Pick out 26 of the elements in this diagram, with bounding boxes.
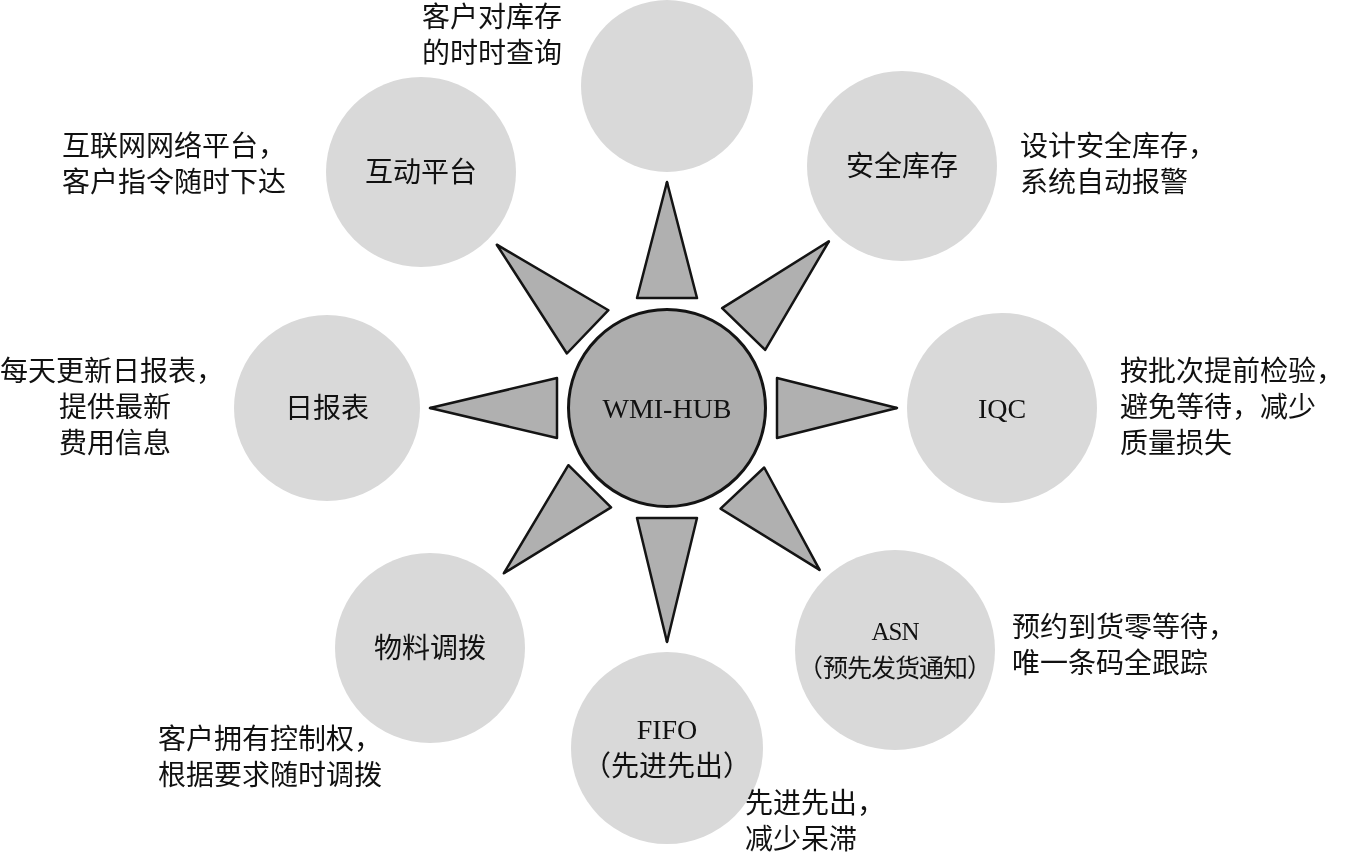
description-text: 预约到货零等待，唯一条码全跟踪 [1012, 611, 1237, 681]
triangle-arrow [495, 243, 610, 355]
circle-label: IQC [977, 391, 1027, 426]
circle-label: 安全库存 [846, 149, 958, 184]
description-text: 按批次提前检验，避免等待，减少质量损失 [1120, 355, 1345, 461]
description-text: 设计安全库存，系统自动报警 [1020, 130, 1217, 200]
description-text: 客户拥有控制权，根据要求随时调拨 [158, 723, 383, 793]
triangle-arrow [775, 376, 899, 440]
circle-label: 日报表 [285, 391, 369, 426]
circle-label: （先进先出） [597, 750, 737, 784]
circle-label: （预先发货通知） [811, 654, 979, 684]
triangle-arrow [635, 516, 699, 644]
triangle-arrow [428, 376, 559, 440]
triangle-arrow [502, 463, 613, 575]
description-text: 先进先出，减少呆滞 [745, 787, 886, 857]
circle-label: WMI-HUB [602, 391, 732, 426]
description-text: 每天更新日报表，提供最新费用信息 [0, 355, 225, 461]
circle-label: 互动平台 [365, 155, 477, 190]
triangle-arrow [719, 466, 821, 572]
triangle-arrow [720, 240, 831, 352]
description-text: 客户对库存的时时查询 [422, 1, 563, 71]
circle-label: FIFO [636, 713, 698, 747]
triangle-arrow [635, 180, 699, 300]
circle-label: ASN [871, 617, 919, 647]
circle-label: 物料调拨 [374, 631, 486, 666]
description-text: 互联网网络平台，客户指令随时下达 [62, 130, 287, 200]
